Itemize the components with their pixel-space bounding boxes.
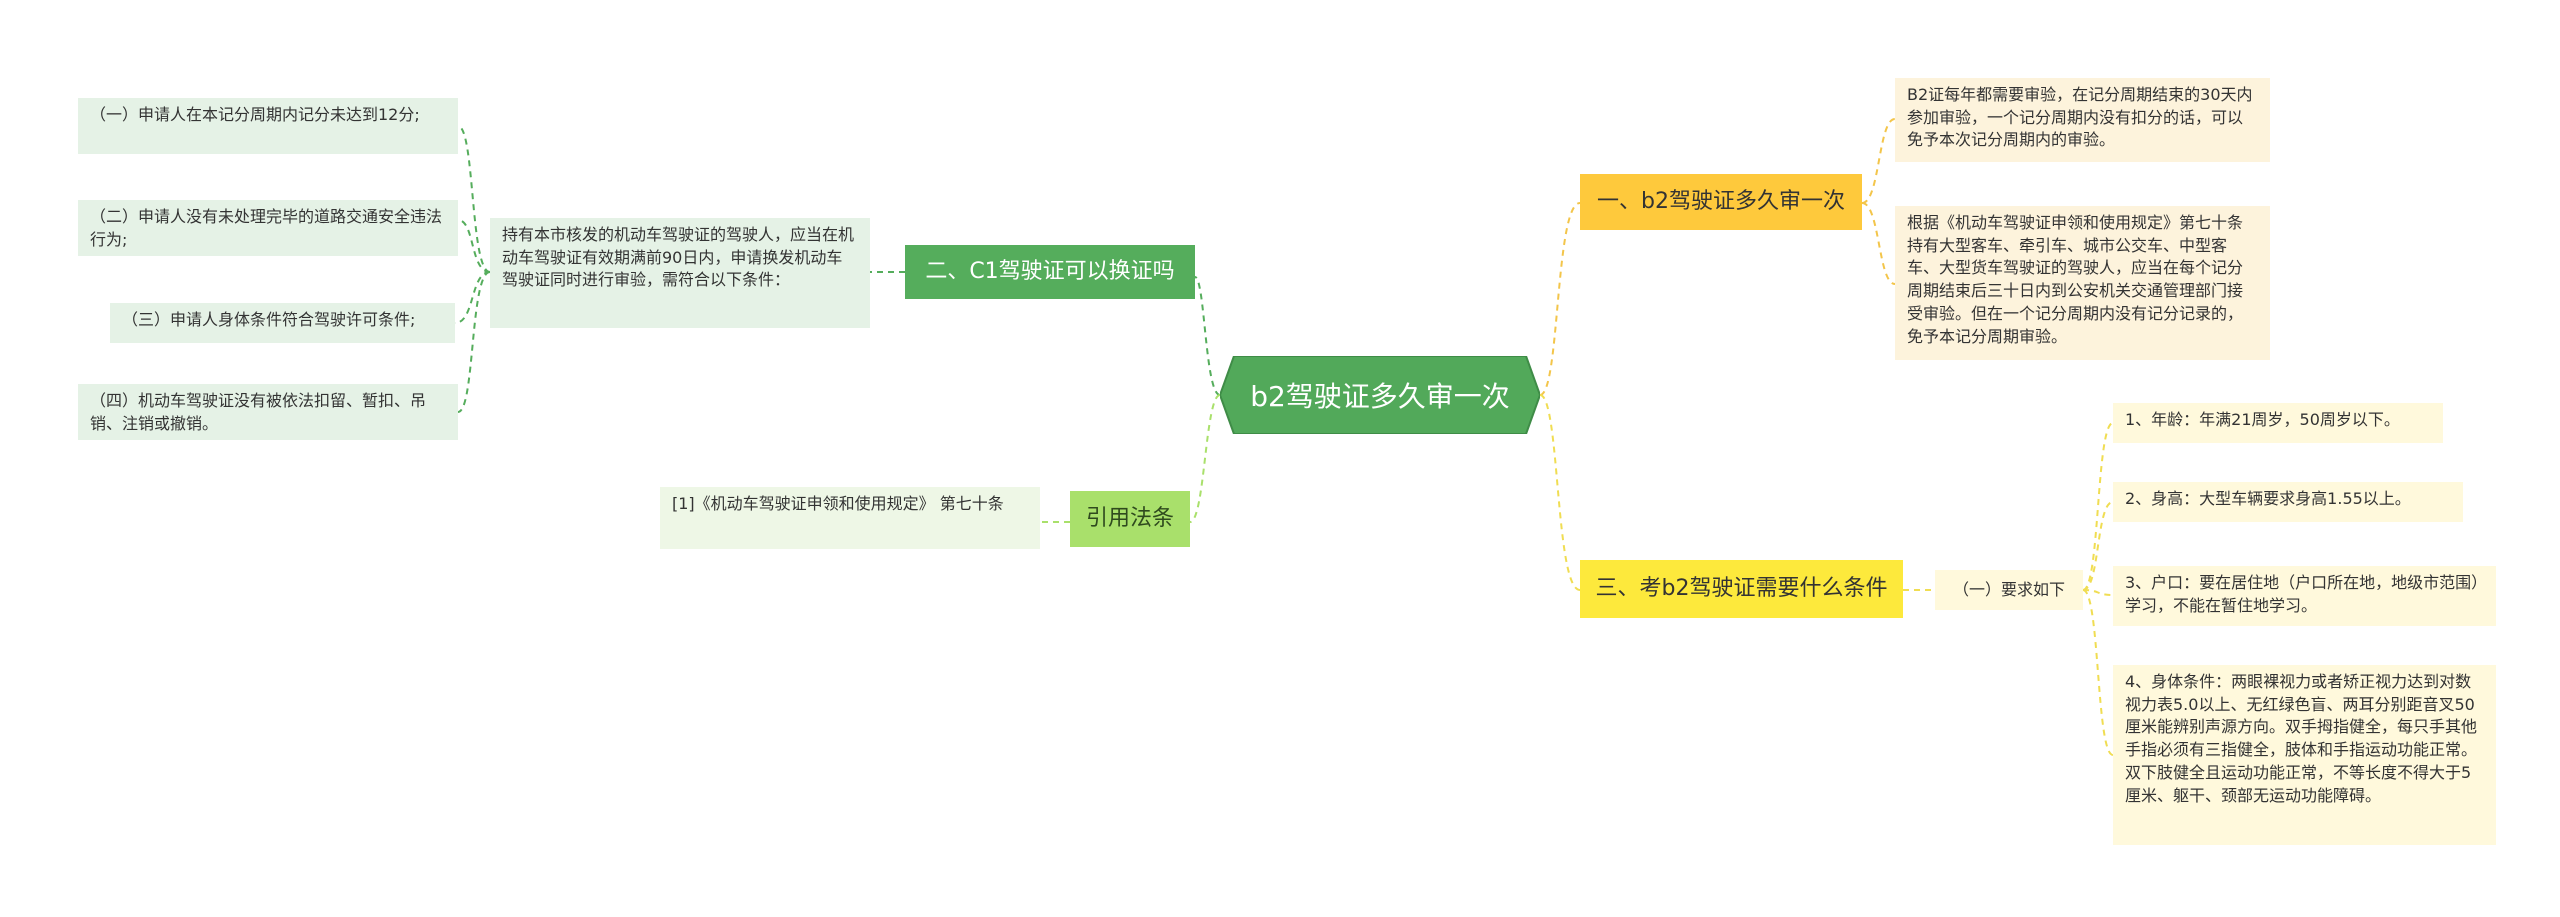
link-root-b3 xyxy=(1539,394,1581,591)
branch-b2-exam-requirements[interactable]: 三、考b2驾驶证需要什么条件 xyxy=(1580,560,1903,618)
b3-item-age: 1、年龄：年满21周岁，50周岁以下。 xyxy=(2113,403,2443,443)
c1-condition-1: （一）申请人在本记分周期内记分未达到12分; xyxy=(78,98,458,154)
citation-text: [1]《机动车驾驶证申领和使用规定》 第七十条 xyxy=(660,487,1040,549)
b3-item-residence: 3、户口：要在居住地（户口所在地，地级市范围）学习，不能在暂住地学习。 xyxy=(2113,566,2496,626)
link-desc-cond2 xyxy=(457,219,491,273)
c1-condition-2: （二）申请人没有未处理完毕的道路交通安全违法行为; xyxy=(78,200,458,256)
c1-description: 持有本市核发的机动车驾驶证的驾驶人，应当在机动车驾驶证有效期满前90日内，申请换… xyxy=(490,218,870,328)
link-b1-note2 xyxy=(1861,202,1896,285)
root-topic[interactable]: b2驾驶证多久审一次 xyxy=(1220,356,1540,434)
link-desc-cond4 xyxy=(457,271,491,413)
link-sub-item2 xyxy=(2082,501,2114,591)
link-root-b1 xyxy=(1539,202,1581,396)
root-topic-label: b2驾驶证多久审一次 xyxy=(1250,380,1510,413)
c1-condition-3: （三）申请人身体条件符合驾驶许可条件; xyxy=(110,303,455,343)
branch-c1-renewal[interactable]: 二、C1驾驶证可以换证吗 xyxy=(905,245,1195,299)
root-shape xyxy=(1220,356,1540,434)
link-root-c1 xyxy=(1194,276,1221,396)
link-desc-cond3 xyxy=(454,271,491,324)
link-sub-item1 xyxy=(2082,422,2114,591)
link-sub-item3 xyxy=(2082,589,2114,596)
branch-b2-review-frequency[interactable]: 一、b2驾驶证多久审一次 xyxy=(1580,174,1862,230)
b1-note-1: B2证每年都需要审验，在记分周期结束的30天内参加审验，一个记分周期内没有扣分的… xyxy=(1895,78,2270,162)
b3-requirements-subtopic[interactable]: （一）要求如下 xyxy=(1935,570,2083,610)
link-b1-note1 xyxy=(1861,118,1896,204)
c1-condition-4: （四）机动车驾驶证没有被依法扣留、暂扣、吊销、注销或撤销。 xyxy=(78,384,458,440)
link-root-cite xyxy=(1189,394,1221,523)
b3-item-physical: 4、身体条件：两眼裸视力或者矫正视力达到对数视力表5.0以上、无红绿色盲、两耳分… xyxy=(2113,665,2496,845)
b1-note-2: 根据《机动车驾驶证申领和使用规定》第七十条 持有大型客车、牵引车、城市公交车、中… xyxy=(1895,206,2270,360)
branch-citation[interactable]: 引用法条 xyxy=(1070,491,1190,547)
link-sub-item4 xyxy=(2082,589,2114,756)
b3-item-height: 2、身高：大型车辆要求身高1.55以上。 xyxy=(2113,482,2463,522)
link-desc-cond1 xyxy=(457,125,491,273)
